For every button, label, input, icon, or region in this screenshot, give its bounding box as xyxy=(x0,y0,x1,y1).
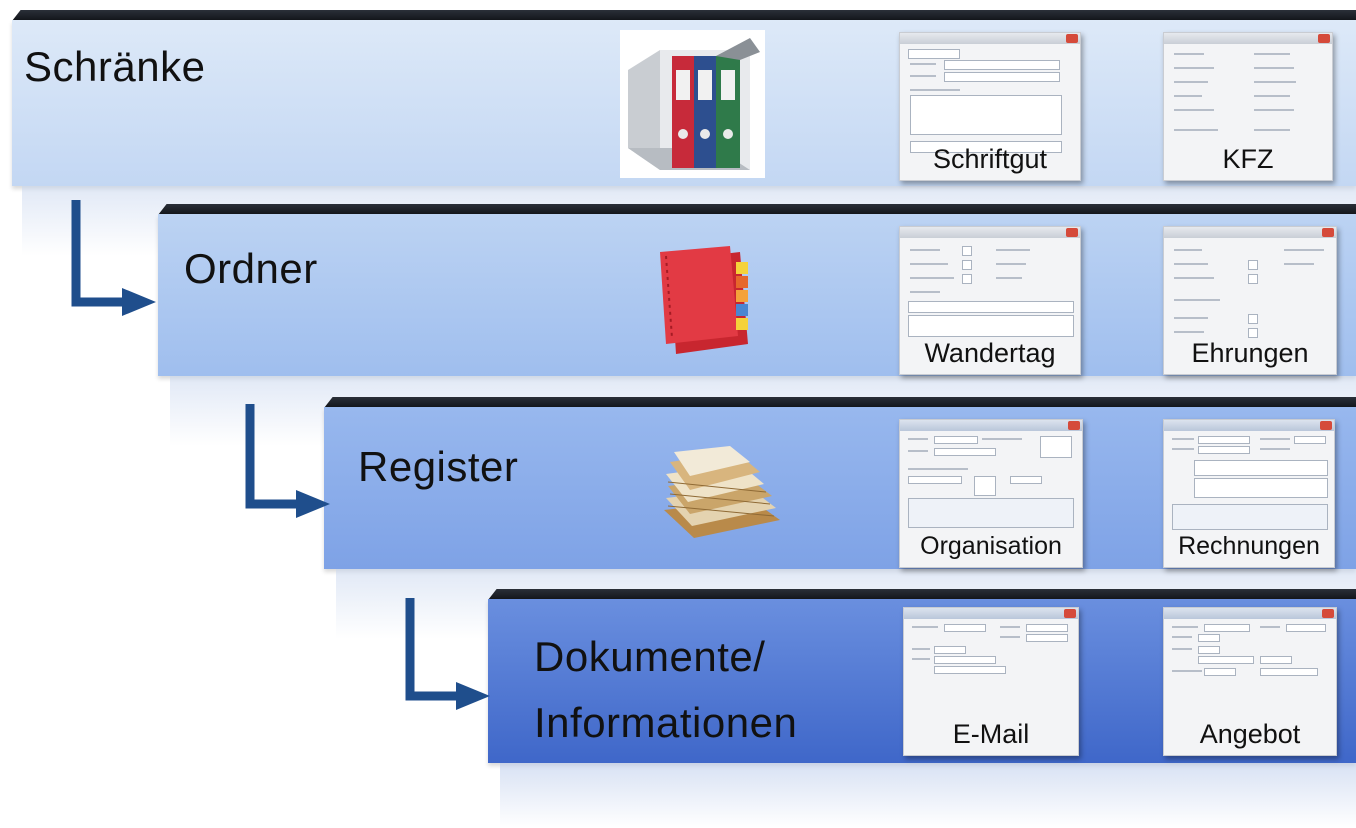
screenshot-thumbnail: E-Mail xyxy=(903,607,1079,756)
screenshot-thumbnail: Schriftgut xyxy=(899,32,1081,181)
level-reflection xyxy=(500,763,1356,828)
screenshot-thumbnail: Wandertag xyxy=(899,226,1081,375)
screenshot-thumbnail: Organisation xyxy=(899,419,1083,568)
screenshot-thumbnail: KFZ xyxy=(1163,32,1333,181)
paper-stack-icon xyxy=(664,446,780,538)
example-label: Ehrungen xyxy=(1191,338,1309,368)
example-label: E-Mail xyxy=(952,719,1030,749)
level-panel xyxy=(158,214,1356,376)
screenshot-thumbnail: Rechnungen xyxy=(1163,419,1335,568)
level-title: Register xyxy=(358,443,519,490)
level-title-line2: Informationen xyxy=(534,699,798,746)
binder-cabinet-icon xyxy=(620,30,765,178)
example-label: KFZ xyxy=(1222,144,1274,174)
example-label: Organisation xyxy=(920,532,1062,560)
hierarchy-arrow-icon xyxy=(245,404,330,518)
example-label: Wandertag xyxy=(924,338,1056,368)
red-folder-icon xyxy=(660,246,748,354)
level-title: Schränke xyxy=(24,43,206,90)
hierarchy-arrow-icon xyxy=(71,200,156,316)
example-label: Schriftgut xyxy=(932,144,1048,174)
screenshot-thumbnail: Ehrungen xyxy=(1163,226,1337,375)
level-ordner xyxy=(158,204,1356,376)
hierarchy-arrow-icon xyxy=(405,598,490,710)
screenshot-thumbnail: Angebot xyxy=(1163,607,1337,756)
example-label: Angebot xyxy=(1199,719,1301,749)
example-label: Rechnungen xyxy=(1178,532,1320,560)
level-title: Ordner xyxy=(184,245,318,292)
level-title-line1: Dokumente/ xyxy=(534,633,766,680)
